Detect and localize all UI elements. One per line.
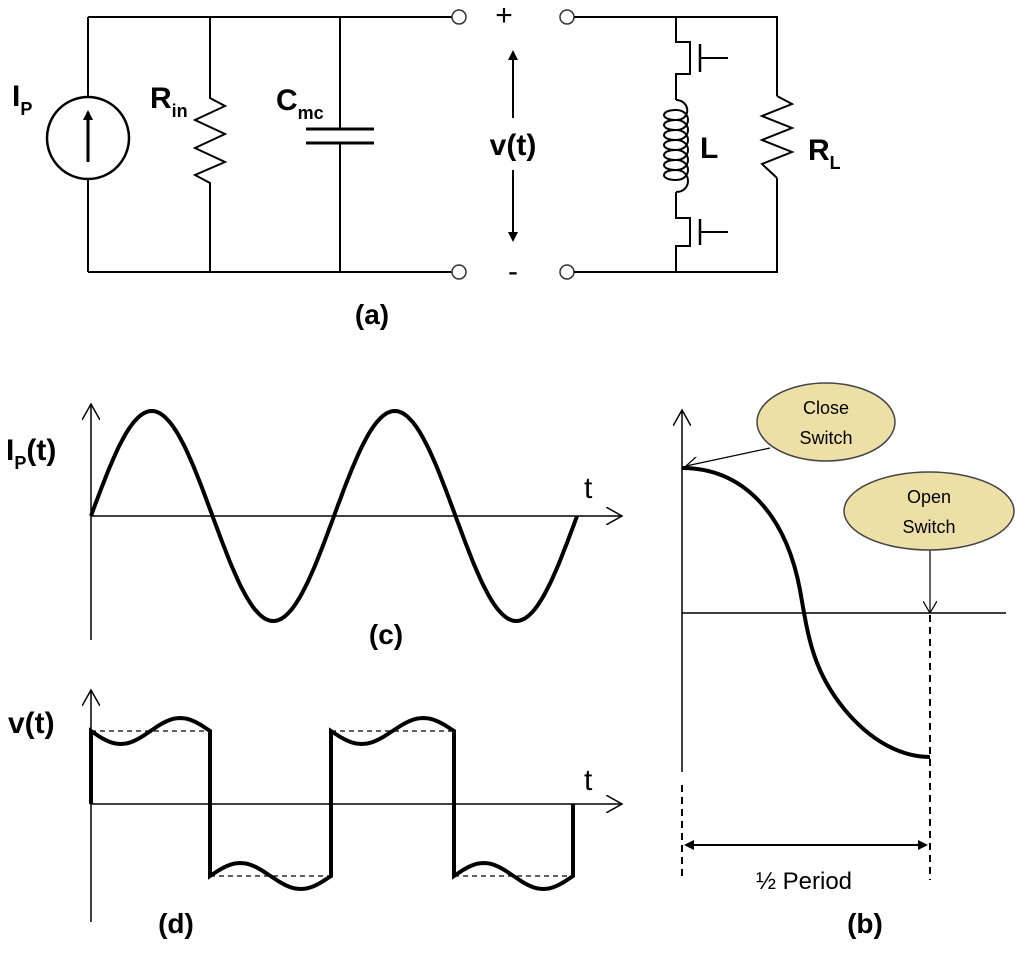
terminal-bottom-left (451, 264, 467, 280)
terminal-bottom-right (559, 264, 575, 280)
close-switch-line1: Close (803, 398, 849, 418)
upper-switch-symbol (675, 17, 691, 100)
right-top-rail (574, 16, 778, 96)
minus-sign: - (508, 255, 518, 288)
open-switch-callout (843, 471, 1015, 551)
lower-switch (675, 192, 728, 272)
inductor: L (663, 99, 718, 193)
close-switch-pointer (686, 447, 771, 466)
close-switch-line2: Switch (799, 428, 852, 448)
inductor-coil (663, 99, 689, 193)
caption-c: (c) (369, 619, 403, 650)
terminal-top-left (451, 9, 467, 25)
load-resistor-symbol (759, 95, 795, 179)
panel-c-ylabel-sub: P (14, 453, 26, 473)
input-resistor: Rin (150, 17, 228, 272)
input-resistor-symbol (192, 17, 228, 272)
load-label-sub: L (830, 153, 841, 173)
right-bottom-rail (574, 178, 778, 273)
panel-b-switching: ½ Period Close Switch Open Switch (b) (681, 382, 1015, 939)
panel-c-current-curve (89, 408, 579, 624)
panel-d-voltage: v(t) t (d) (8, 690, 622, 939)
half-period-label: ½ Period (756, 868, 852, 895)
terminal-top-right (559, 9, 575, 25)
capacitor: Cmc (276, 17, 374, 272)
close-switch-callout (756, 382, 896, 462)
cmc-label: Cmc (276, 84, 324, 123)
load-label: RL (808, 134, 841, 173)
current-source-symbol (45, 95, 131, 181)
source-label: IP (12, 80, 32, 119)
lower-switch-symbol (675, 192, 691, 272)
source-label-sub: P (20, 99, 32, 119)
voltage-label: v(t) (490, 129, 537, 162)
open-switch-line2: Switch (902, 517, 955, 537)
caption-b: (b) (847, 908, 883, 939)
rin-label-sub: in (172, 101, 188, 121)
rin-label: Rin (150, 82, 188, 121)
open-switch-line1: Open (907, 487, 951, 507)
panel-d-ylabel: v(t) (8, 707, 55, 740)
upper-switch (675, 17, 728, 100)
current-source: IP (12, 80, 131, 181)
panel-b-voltage-curve (681, 466, 931, 759)
panel-c-current: IP(t) t (c) (6, 404, 622, 650)
caption-a: (a) (355, 299, 389, 330)
cmc-label-sub: mc (298, 103, 324, 123)
circuit-diagram: IP Rin Cmc + - v(t) (12, 0, 841, 330)
plus-sign: + (495, 0, 513, 32)
inductor-label: L (700, 132, 718, 165)
panel-d-xlabel: t (584, 764, 593, 797)
panel-c-ylabel: IP(t) (6, 434, 56, 473)
panel-c-ylabel-tail: (t) (26, 434, 56, 467)
panel-d-voltage-curve (89, 715, 575, 892)
load-resistor: RL (759, 95, 841, 179)
caption-d: (d) (158, 908, 194, 939)
panel-c-xlabel: t (584, 472, 593, 505)
